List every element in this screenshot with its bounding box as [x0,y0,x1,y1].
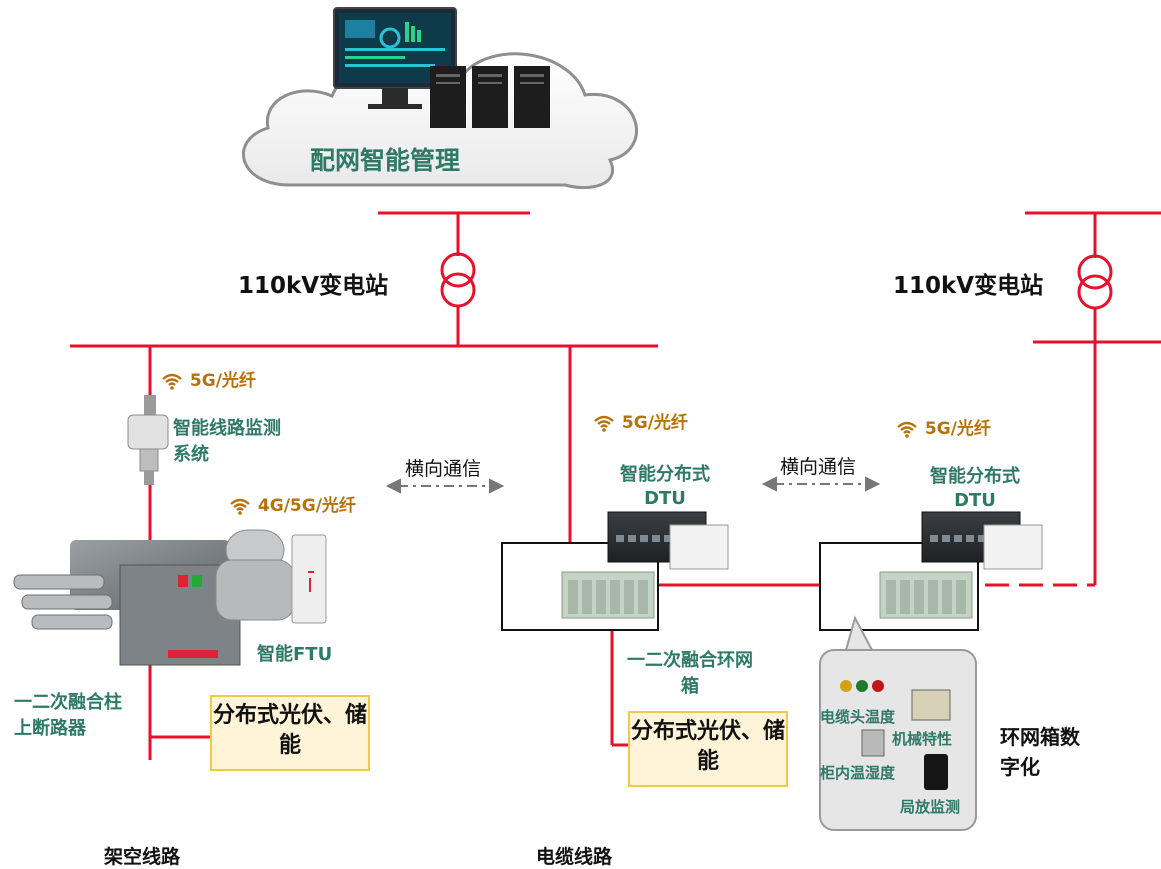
comm-label-ftu: 4G/5G/光纤 [228,495,378,517]
sensor-cabinet-th: 柜内温湿度 [820,764,896,782]
power-lines [70,211,1161,760]
sensor-cable-temp: 电缆头温度 [820,708,896,726]
line-monitor-device [127,395,169,485]
wifi-icon [162,373,182,390]
comm-label-left: 5G/光纤 [160,366,256,391]
lateral-comm-label-2: 横向通信 [780,456,857,478]
comm-label-mid: 5G/光纤 [592,408,688,433]
comm-text-right: 5G/光纤 [924,419,991,439]
pv-storage-box-2: 分布式光伏、储能 [628,711,788,787]
wifi-icon [897,421,917,438]
pv-storage-box-1: 分布式光伏、储能 [210,695,370,771]
breaker-label: 一二次融合柱上断路器 [14,692,122,739]
line-monitor-label: 智能线路监测系统 [173,418,281,465]
digital-label: 环网箱数字化 [1000,725,1080,779]
comm-text-left: 5G/光纤 [189,371,256,391]
cable-line-label: 电缆线路 [536,846,613,868]
dtu-device-1 [607,511,729,570]
comm-label-right: 5G/光纤 [895,414,991,439]
sensor-mech: 机械特性 [892,730,953,748]
dtu-label-2: 智能分布式DTU [930,466,1020,511]
sensor-pd: 局放监测 [900,798,961,816]
lateral-comm-label-1: 横向通信 [405,458,482,480]
ftu-label: 智能FTU [257,644,333,665]
ftu-device [215,529,327,624]
comm-text-mid: 5G/光纤 [621,413,688,433]
cloud-label: 配网智能管理 [310,146,461,175]
lateral-arrows [385,476,881,494]
ring-main-label: 一二次融合环网箱 [627,650,753,697]
comm-text-ftu: 4G/5G/光纤 [257,496,356,516]
server-icon [430,66,550,128]
breaker-device [13,540,241,666]
dtu-label-1: 智能分布式DTU [620,464,710,509]
wifi-icon [594,415,614,432]
overhead-line-label: 架空线路 [104,846,181,868]
wifi-icon [230,498,250,515]
substation-label-2: 110kV变电站 [893,273,1044,299]
digital-callout [819,615,977,831]
substation-label-1: 110kV变电站 [238,273,389,299]
dtu-device-2 [921,511,1043,570]
ring-main-unit-1 [501,542,659,631]
